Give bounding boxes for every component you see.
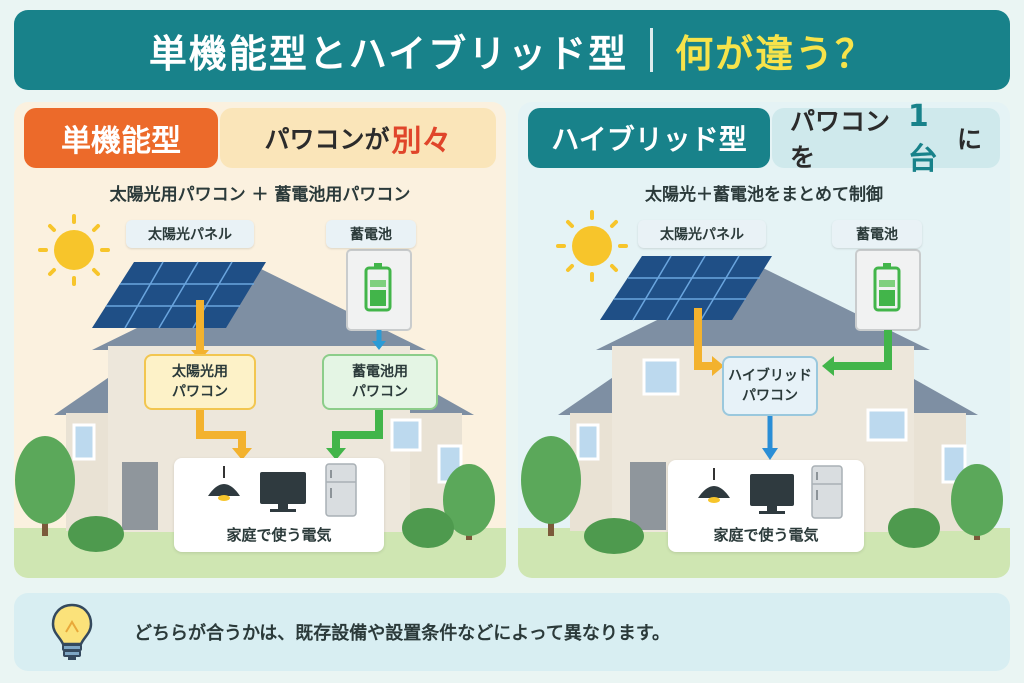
sun-icon — [38, 214, 110, 286]
main-roof — [92, 268, 426, 350]
battery-chip: 蓄電池 — [832, 220, 922, 248]
battery-flow-arrow — [822, 330, 892, 376]
single-function-description: 太陽光用パワコン ＋ 蓄電池用パワコン — [109, 185, 411, 205]
tree-right — [402, 464, 495, 548]
appliances-illustration — [698, 465, 843, 519]
solar-pcs-box: 太陽光用 パワコン — [144, 354, 256, 410]
home-electricity-label: 家庭で使う電気 — [226, 526, 332, 544]
single-function-panel: 単機能型 パワコンが 別々 太陽光用パワコン ＋ 蓄電池用パワコン — [14, 102, 506, 578]
tree-left — [15, 436, 75, 536]
window — [866, 408, 908, 442]
single-headline-accent: 別々 — [391, 124, 452, 159]
window — [576, 423, 600, 461]
tv-icon — [260, 472, 306, 512]
battery-flow-arrow — [326, 330, 386, 460]
single-function-headline: パワコンが 別々 — [220, 108, 496, 168]
page-title: 単機能型とハイブリッド型 — [148, 31, 629, 76]
refrigerator-icon — [325, 463, 357, 517]
home-electricity-label: 家庭で使う電気 — [713, 526, 819, 544]
hybrid-headline-text: パワコンを — [790, 107, 891, 172]
solar-panel-icon — [600, 255, 772, 321]
window — [390, 418, 422, 452]
solar-flow-arrow — [694, 308, 724, 376]
home-electricity-box: 家庭で使う電気 — [668, 460, 864, 552]
hybrid-panel: ハイブリッド型 パワコンを 1台 に 太陽光＋蓄電池をまとめて制御 — [518, 102, 1010, 578]
sun-icon — [556, 210, 628, 282]
bush-left — [584, 518, 644, 554]
lightbulb-icon — [51, 603, 93, 660]
battery-icon — [855, 249, 921, 331]
single-headline-text: パワコンが — [264, 125, 390, 154]
appliances-illustration — [208, 463, 357, 517]
door — [630, 462, 666, 530]
window — [941, 444, 967, 484]
hybrid-headline-suffix: に — [956, 125, 982, 154]
battery-icon — [346, 249, 412, 331]
hybrid-pcs-box: ハイブリッド パワコン — [722, 356, 818, 416]
battery-pcs-box: 蓄電池用 パワコン — [322, 354, 438, 410]
home-electricity-box: 家庭で使う電気 — [174, 458, 384, 552]
lamp-icon — [208, 466, 240, 501]
solar-panel-icon — [92, 261, 266, 329]
door — [122, 462, 158, 530]
title-divider — [650, 28, 654, 72]
single-function-tag: 単機能型 — [24, 108, 218, 168]
hybrid-headline-accent: 1台 — [907, 102, 938, 177]
single-function-scene: 太陽光パネル 蓄電池 太陽光用 パワコン 蓄電池用 パワコン — [14, 210, 506, 578]
hybrid-headline: パワコンを 1台 に — [772, 102, 1000, 177]
solar-panel-chip: 太陽光パネル — [126, 220, 254, 248]
bush-left — [68, 516, 124, 552]
hybrid-flow-arrow — [762, 416, 778, 460]
lamp-icon — [698, 468, 730, 503]
hybrid-tag: ハイブリッド型 — [528, 108, 770, 168]
window — [72, 423, 96, 461]
footer-text: どちらが合うかは、既存設備や設置条件などによって異なります。 — [134, 623, 671, 644]
tree-right — [888, 464, 1003, 548]
window — [642, 358, 680, 396]
tree-left — [521, 436, 581, 536]
title-bar: 単機能型とハイブリッド型 何が違う？ — [14, 10, 1010, 90]
refrigerator-icon — [811, 465, 843, 519]
tv-icon — [750, 474, 794, 514]
hybrid-description: 太陽光＋蓄電池をまとめて制御 — [645, 185, 883, 205]
footer-note: どちらが合うかは、既存設備や設置条件などによって異なります。 — [14, 593, 1010, 671]
hybrid-scene: 太陽光パネル 蓄電池 ハイブリッド パワコン — [518, 210, 1010, 578]
main-roof — [596, 268, 930, 350]
battery-chip: 蓄電池 — [326, 220, 416, 248]
page-subtitle: 何が違う？ — [675, 31, 876, 76]
solar-panel-chip: 太陽光パネル — [638, 220, 766, 248]
